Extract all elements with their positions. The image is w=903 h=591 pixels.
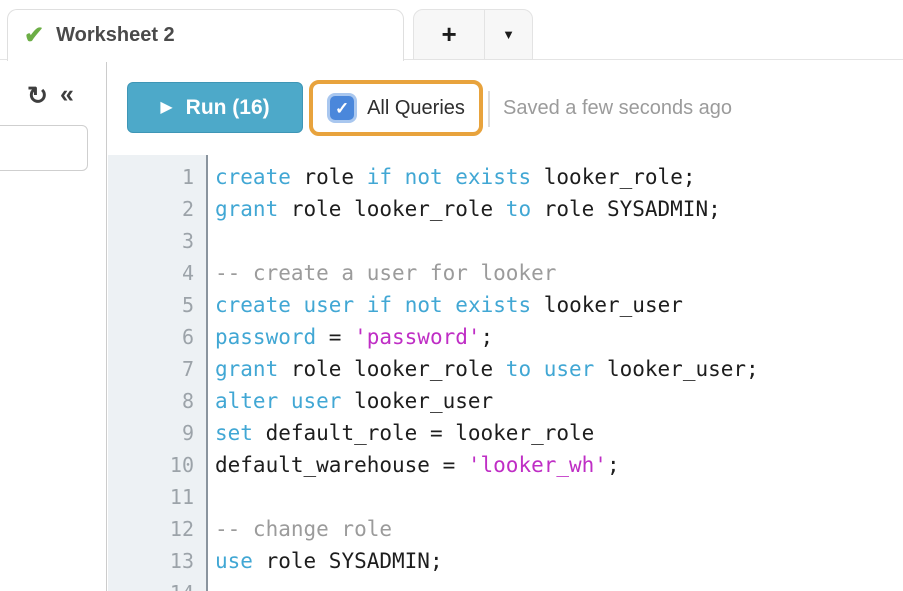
code-line xyxy=(215,481,903,513)
saved-status: Saved a few seconds ago xyxy=(503,97,732,120)
checkmark-icon: ✓ xyxy=(335,100,349,117)
gutter: 1234567891011121314 xyxy=(108,155,208,591)
run-button-label: Run (16) xyxy=(186,96,270,120)
line-number: 5 xyxy=(108,289,206,321)
tab-controls-group: + ▼ xyxy=(413,9,533,60)
line-number: 8 xyxy=(108,385,206,417)
code-line: default_warehouse = 'looker_wh'; xyxy=(215,449,903,481)
sidebar-search-input[interactable] xyxy=(0,125,88,171)
tab-label: Worksheet 2 xyxy=(56,24,175,47)
new-worksheet-button[interactable]: + xyxy=(414,10,484,59)
checkbox-fill: ✓ xyxy=(330,96,354,120)
all-queries-checkbox[interactable]: ✓ xyxy=(327,93,357,123)
code-line: use role SYSADMIN; xyxy=(215,545,903,577)
check-icon: ✔ xyxy=(24,24,44,48)
line-number: 1 xyxy=(108,161,206,193)
sql-editor: 1234567891011121314 create role if not e… xyxy=(108,155,903,591)
code-line: create role if not exists looker_role; xyxy=(215,161,903,193)
code-line: -- change role xyxy=(215,513,903,545)
line-number: 7 xyxy=(108,353,206,385)
line-number: 9 xyxy=(108,417,206,449)
toolbar-divider xyxy=(488,91,490,127)
line-number: 4 xyxy=(108,257,206,289)
all-queries-highlight-box: ✓ All Queries xyxy=(309,80,483,136)
code-line xyxy=(215,225,903,257)
all-queries-label[interactable]: All Queries xyxy=(367,97,465,120)
code-line xyxy=(215,577,903,591)
line-number: 6 xyxy=(108,321,206,353)
code-area[interactable]: create role if not exists looker_role;gr… xyxy=(208,155,903,591)
line-number: 2 xyxy=(108,193,206,225)
line-number: 13 xyxy=(108,545,206,577)
code-line: grant role looker_role to role SYSADMIN; xyxy=(215,193,903,225)
sidebar-divider xyxy=(106,62,107,591)
run-button[interactable]: ▶ Run (16) xyxy=(127,82,303,133)
code-line: set default_role = looker_role xyxy=(215,417,903,449)
code-line: password = 'password'; xyxy=(215,321,903,353)
code-line: grant role looker_role to user looker_us… xyxy=(215,353,903,385)
code-line: alter user looker_user xyxy=(215,385,903,417)
tab-worksheet-2[interactable]: ✔ Worksheet 2 xyxy=(7,9,404,61)
play-icon: ▶ xyxy=(160,100,172,116)
refresh-icon[interactable]: ↻ xyxy=(27,84,48,109)
code-line: -- create a user for looker xyxy=(215,257,903,289)
line-number: 10 xyxy=(108,449,206,481)
line-number: 14 xyxy=(108,577,206,591)
worksheet-menu-dropdown[interactable]: ▼ xyxy=(484,10,532,59)
code-line: create user if not exists looker_user xyxy=(215,289,903,321)
line-number: 11 xyxy=(108,481,206,513)
line-number: 3 xyxy=(108,225,206,257)
collapse-sidebar-icon[interactable]: « xyxy=(60,82,74,107)
line-number: 12 xyxy=(108,513,206,545)
